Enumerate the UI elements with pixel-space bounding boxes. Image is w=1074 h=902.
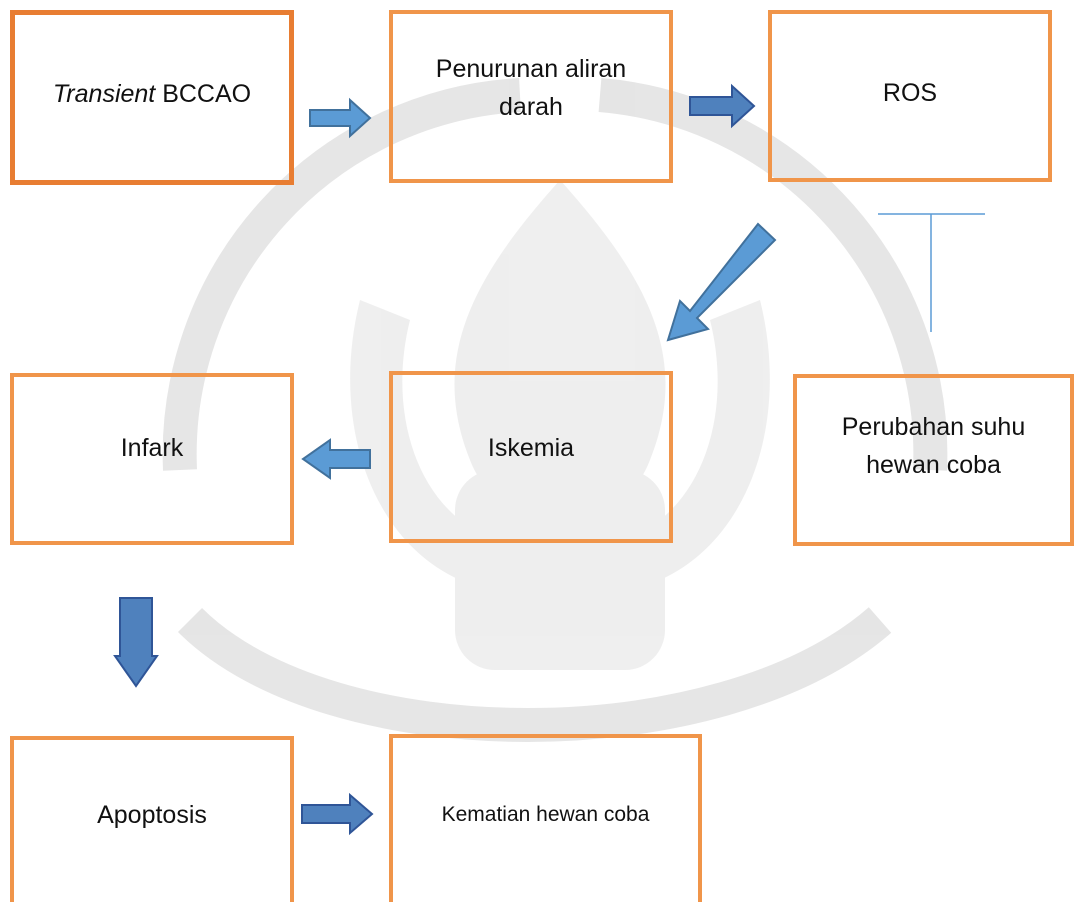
node-iskemia-label: Iskemia	[487, 434, 575, 462]
node-apoptosis-label: Apoptosis	[97, 801, 207, 829]
node-iskemia: Iskemia	[389, 371, 673, 543]
node-kematian-hewan-coba: Kematian hewan coba	[389, 734, 702, 902]
node-ros: ROS	[768, 10, 1052, 182]
node-bccao-label: BCCAO	[162, 80, 252, 108]
node-penurunan-aliran-darah: Penurunan aliran darah	[389, 10, 673, 183]
node-kematian-label: Kematian hewan coba	[441, 803, 650, 826]
arrow-right-icon	[689, 83, 756, 129]
inhibition-connector	[878, 213, 985, 332]
node-transient-label: Transient	[52, 80, 156, 108]
node-perubahan-suhu: Perubahan suhu hewan coba	[793, 374, 1074, 546]
arrow-down-left-icon	[666, 222, 777, 342]
node-apoptosis: Apoptosis	[10, 736, 294, 902]
node-transient-bccao: Transient BCCAO	[10, 10, 294, 185]
node-penurunan-line2: darah	[499, 93, 563, 121]
arrow-right-icon	[309, 97, 372, 139]
node-infark-label: Infark	[120, 434, 184, 462]
node-ros-label: ROS	[882, 79, 938, 107]
arrow-right-icon	[301, 792, 374, 836]
node-perubahan-line2: hewan coba	[866, 451, 1001, 479]
arrow-left-icon	[301, 438, 371, 480]
node-penurunan-line1: Penurunan aliran	[435, 55, 627, 83]
node-infark: Infark	[10, 373, 294, 545]
arrow-down-icon	[113, 597, 159, 688]
node-perubahan-line1: Perubahan suhu	[841, 413, 1026, 441]
